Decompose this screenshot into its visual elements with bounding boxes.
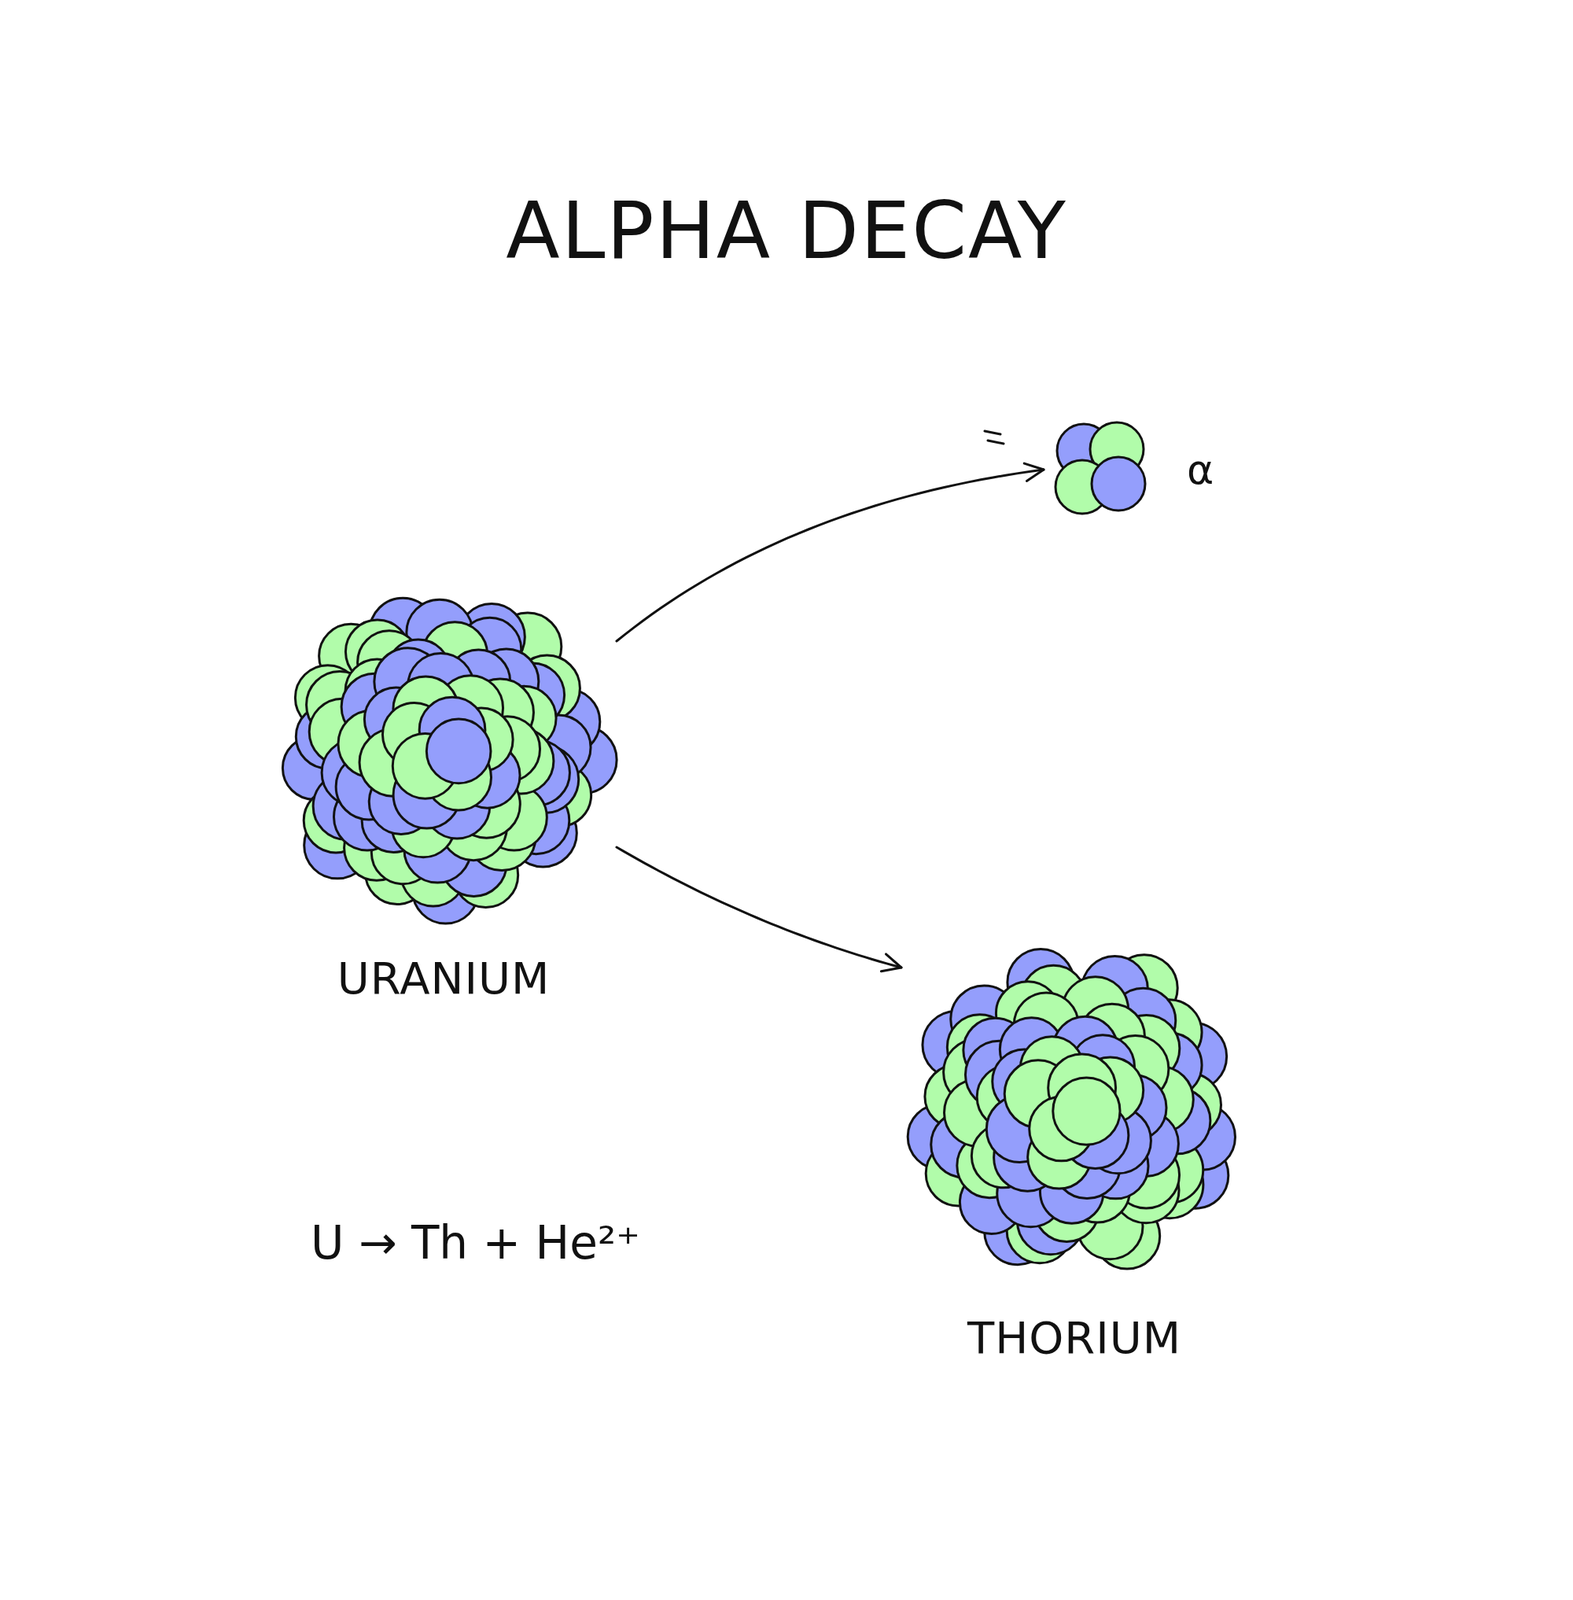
element-name: URANIUM (337, 952, 551, 1004)
nucleon (426, 718, 491, 784)
nucleus-drawing (270, 579, 617, 926)
arrow-line (616, 469, 1044, 641)
nucleus: THORIUM (901, 939, 1248, 1364)
nucleus: URANIUM (270, 579, 617, 1004)
title: ALPHA DECAY (0, 184, 1573, 277)
equation: U → Th + He²⁺ (310, 1215, 641, 1270)
alpha-particle: α (1043, 413, 1215, 526)
nucleon (1053, 1077, 1120, 1145)
decay-arrow (616, 463, 1044, 641)
nucleus-drawing (901, 939, 1248, 1286)
nucleus-drawing (1043, 413, 1156, 526)
element-name: THORIUM (967, 1311, 1182, 1364)
arrow-head (880, 954, 902, 972)
particle-symbol: α (1186, 445, 1215, 494)
arrow-line (616, 847, 902, 968)
nucleon (1091, 456, 1146, 511)
arrow-head (1024, 463, 1044, 481)
motion-mark (984, 431, 1004, 444)
decay-arrow (616, 847, 902, 972)
